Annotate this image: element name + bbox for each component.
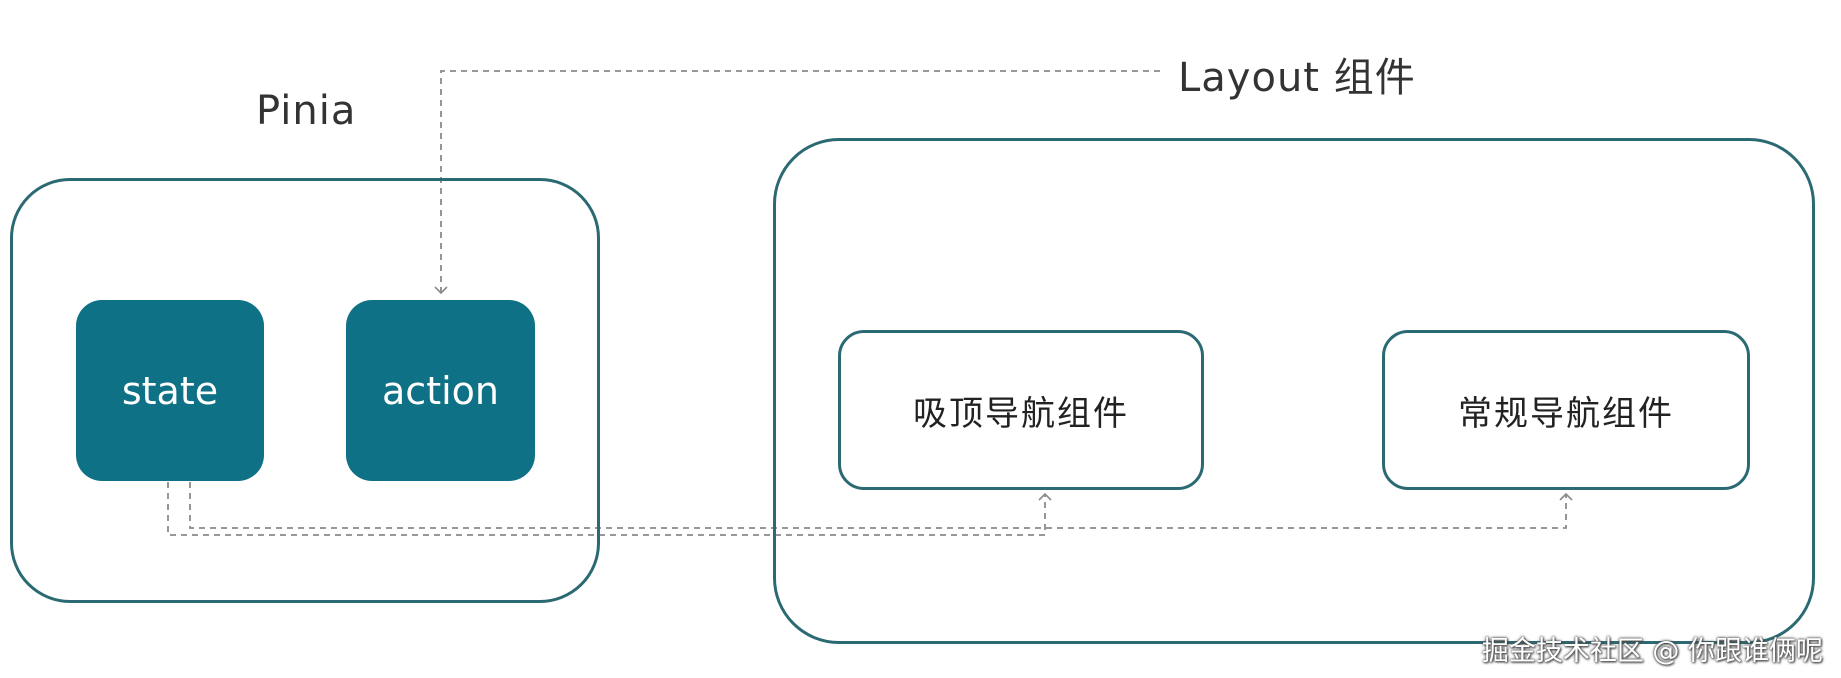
state-label: state [121,368,219,413]
action-node: action [346,300,535,481]
state-to-sticky-nav-connector [167,482,1052,536]
pinia-label: Pinia [256,88,357,134]
watermark: 掘金技术社区 @ 你跟谁俩呢 [1481,636,1823,667]
sticky-nav-component-node: 吸顶导航组件 [838,330,1204,490]
state-to-normal-nav-connector [189,482,1573,529]
state-node: state [76,300,264,481]
layout-component-label: Layout 组件 [1178,55,1416,101]
action-label: action [382,368,499,413]
normal-nav-label: 常规导航组件 [1458,393,1674,434]
normal-nav-component-node: 常规导航组件 [1382,330,1750,490]
sticky-nav-label: 吸顶导航组件 [913,393,1129,434]
layout-component-container [773,138,1815,644]
layout-to-action-connector [434,70,1160,295]
pinia-container [10,178,600,603]
